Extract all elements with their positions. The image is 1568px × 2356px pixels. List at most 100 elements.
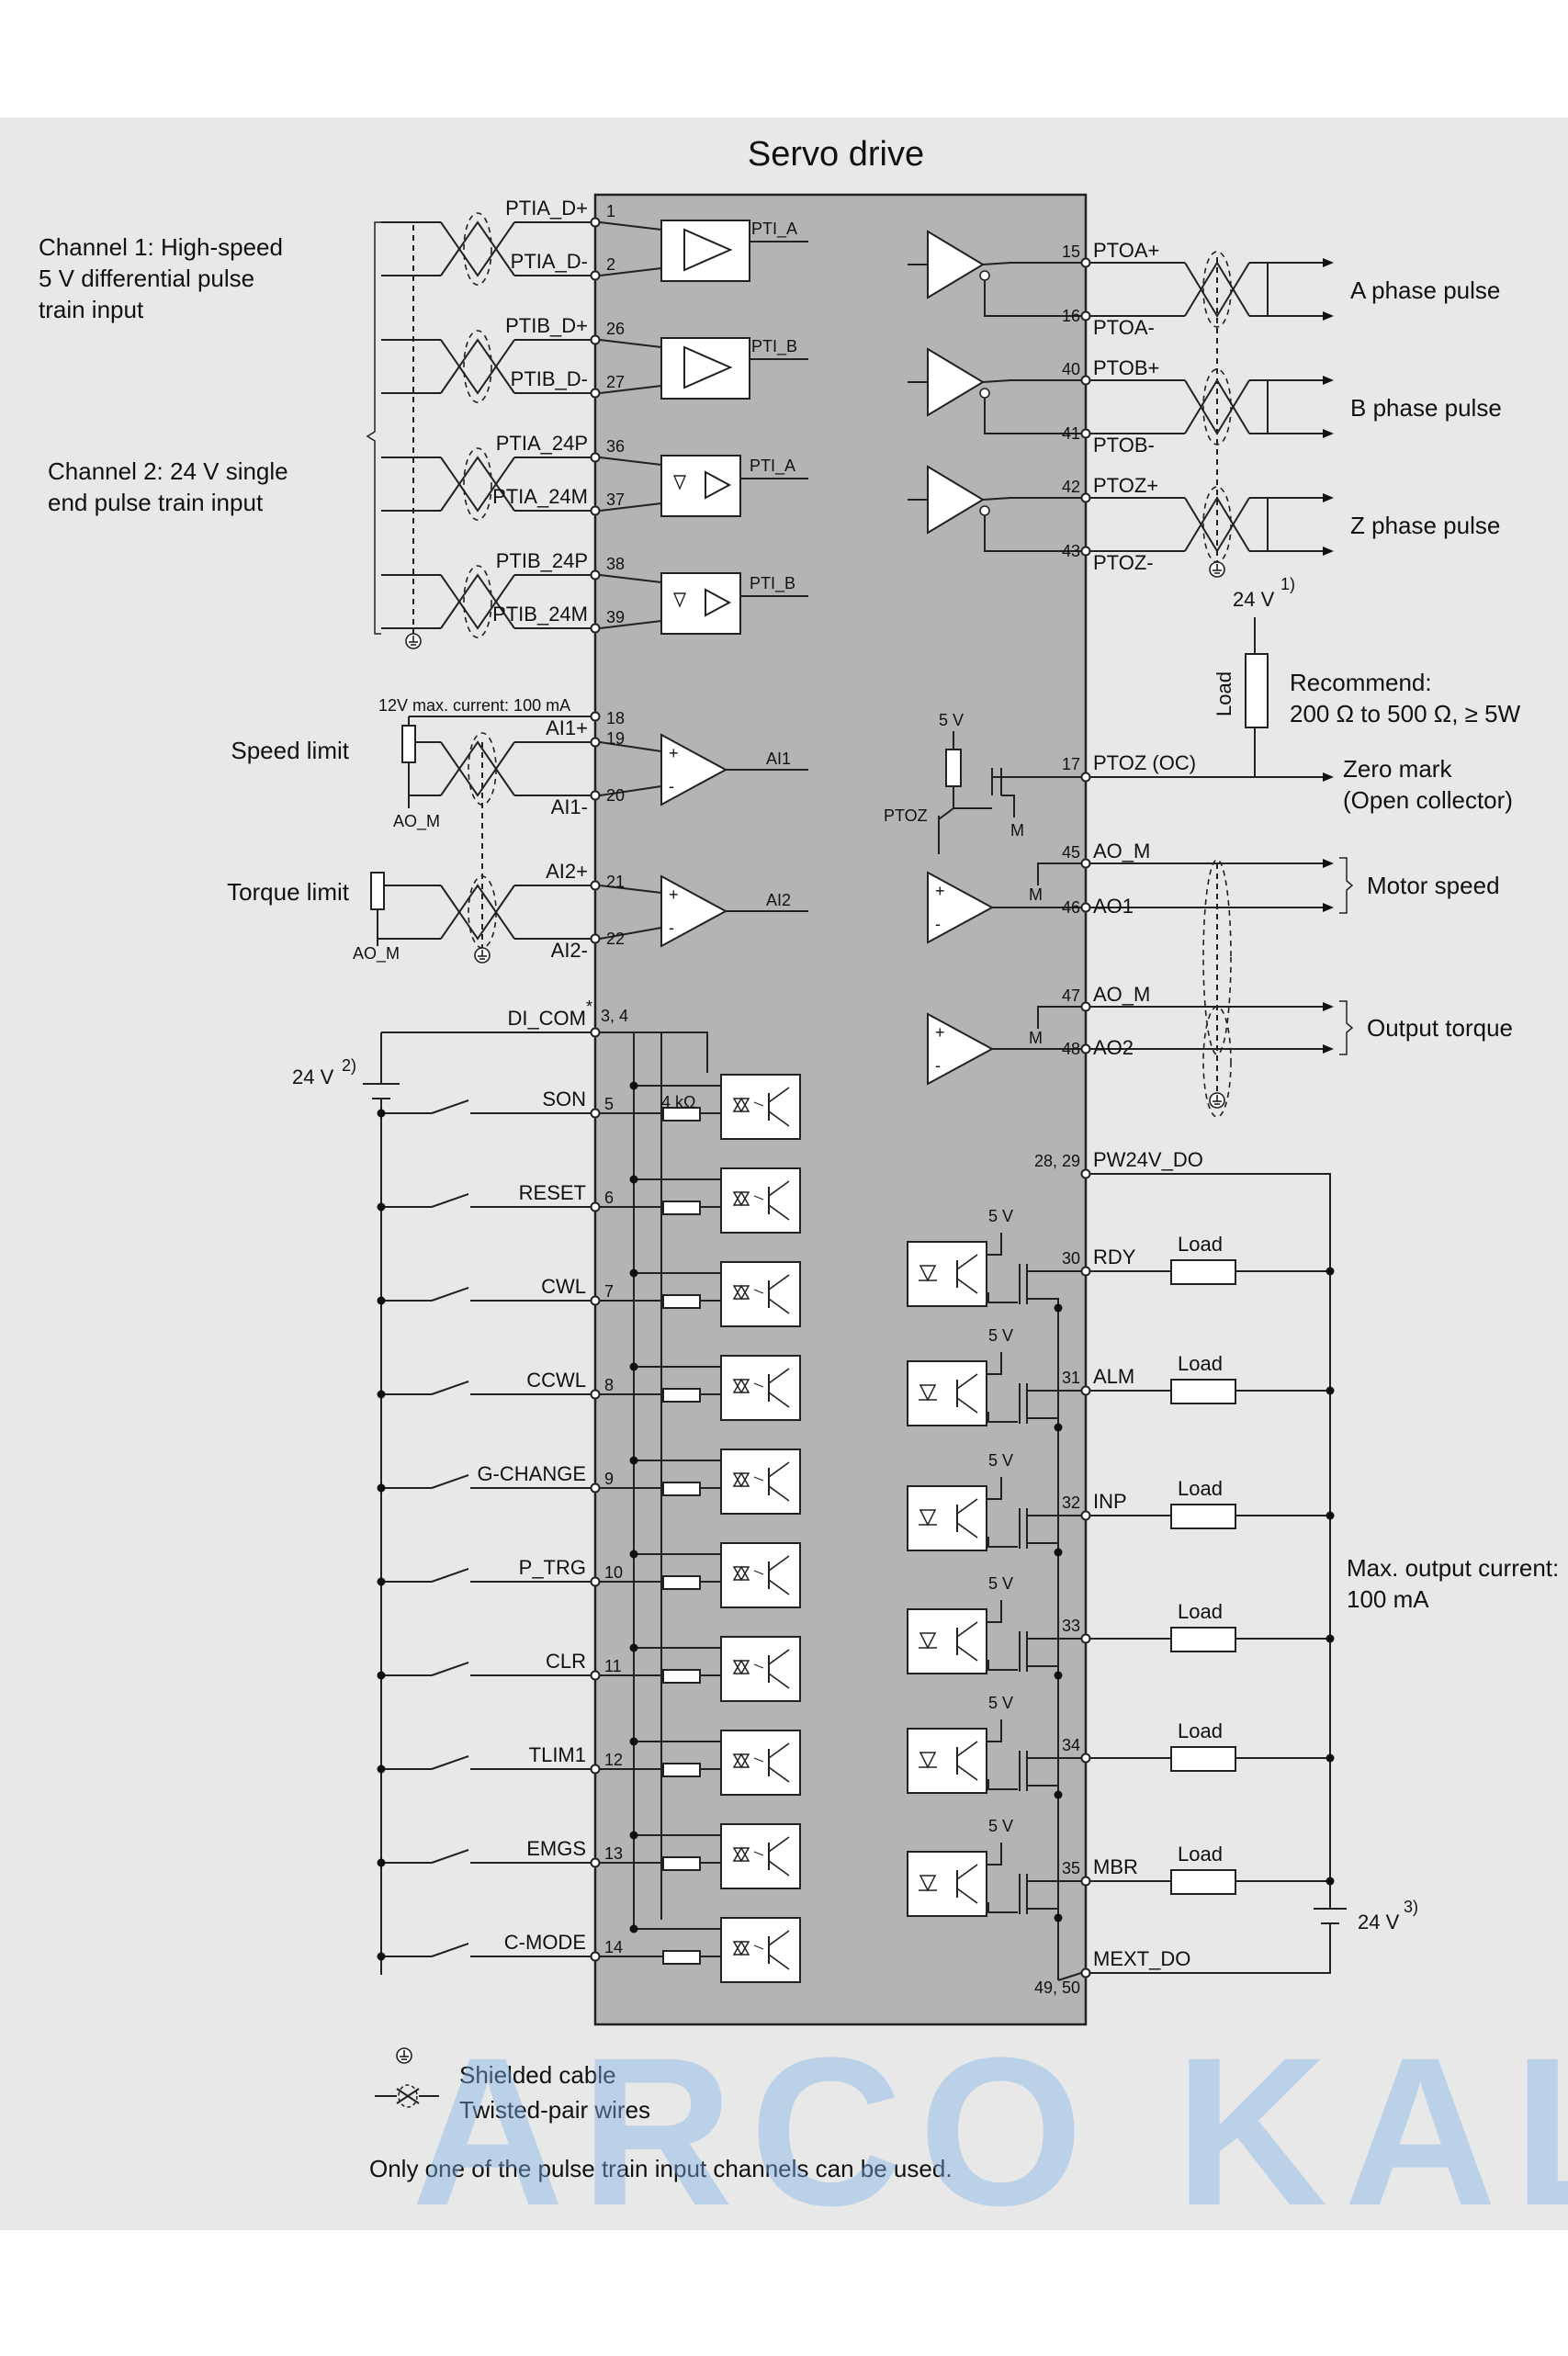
signal-label-PTOA+: PTOA+ (1093, 239, 1159, 262)
resistor-icon (662, 1482, 701, 1496)
resistor-icon (662, 1201, 701, 1215)
ground-icon (474, 947, 491, 964)
internal-wire (599, 267, 662, 276)
junction-dot (1054, 1303, 1063, 1313)
arrow-icon (1323, 311, 1334, 321)
signal-label-PTOB+: PTOB+ (1093, 356, 1159, 379)
signal-label-SON: SON (542, 1088, 586, 1110)
load-resistor-icon (1170, 1504, 1236, 1529)
pin-number-41: 41 (1062, 424, 1080, 443)
shield-oval-output (1202, 251, 1232, 328)
optocoupler-input (720, 1636, 801, 1702)
internal-label-pti_b: PTI_B (751, 337, 797, 356)
led-icon (919, 1752, 937, 1769)
signal-label-P_TRG: P_TRG (519, 1556, 586, 1579)
max-output-note: Max. output current: (1347, 1554, 1559, 1582)
pin-number-34: 34 (1062, 1736, 1080, 1754)
junction-dot (377, 1202, 386, 1212)
signal-label-AO1: AO1 (1093, 895, 1134, 918)
transistor-lead (956, 1498, 978, 1515)
shield-oval-input (463, 447, 492, 521)
terminal-10 (590, 1576, 601, 1587)
pin-number-mext: 49, 50 (1034, 1978, 1080, 1997)
internal-5v-label: 5 V (988, 1574, 1013, 1593)
legend-shielded: Shielded cable (459, 2061, 616, 2089)
channel1-note: 5 V differential pulse (39, 265, 254, 292)
internal-wire (599, 339, 662, 348)
switch-icon (431, 1381, 469, 1395)
internal-label-pti_a: PTI_A (750, 457, 795, 476)
signal-label-AI2-: AI2- (551, 939, 588, 962)
light-arrow (753, 1382, 764, 1388)
load-label: Load (1178, 1600, 1223, 1623)
junction-dot (377, 1671, 386, 1680)
internal-wire (599, 385, 662, 394)
transistor-lead (956, 1397, 978, 1414)
optocoupler-box (720, 1261, 801, 1327)
pin-number-6: 6 (604, 1189, 614, 1207)
junction-dot (629, 1362, 638, 1371)
output-label-1: B phase pulse (1350, 394, 1502, 422)
led-icon (919, 1509, 937, 1527)
optocoupler-output (907, 1851, 987, 1917)
junction-dot (1325, 1877, 1335, 1886)
optocoupler-input (720, 1167, 801, 1234)
led-icon (919, 1632, 937, 1650)
internal-wire (982, 262, 1011, 265)
pin-number-26: 26 (606, 320, 625, 338)
arrow-icon (1323, 1002, 1334, 1011)
terminal-46 (1080, 902, 1091, 913)
pin-number-7: 7 (604, 1282, 614, 1301)
signal-label-TLIM1: TLIM1 (529, 1743, 586, 1766)
analog-output-label-1: Output torque (1367, 1014, 1513, 1042)
supply-24v-3-label: 24 V (1358, 1911, 1400, 1933)
di-com-label: DI_COM (507, 1007, 586, 1030)
pin-number-14: 14 (604, 1938, 623, 1956)
twisted-pair-input (440, 220, 515, 276)
junction-dot (377, 1577, 386, 1586)
junction-dot (377, 1296, 386, 1305)
twisted-pair-ai1 (440, 741, 515, 797)
line-receiver-icon (683, 228, 733, 272)
signal-label-PTIA_24M: PTIA_24M (492, 485, 588, 508)
transistor-lead (768, 1180, 790, 1197)
terminal-1 (590, 217, 601, 228)
supply-24v-label: 24 V (292, 1065, 334, 1088)
pin-number-19: 19 (606, 729, 625, 748)
load-label: Load (1178, 1843, 1223, 1866)
load-resistor-icon (1170, 1746, 1236, 1772)
junction-dot (629, 1924, 638, 1933)
terminal-43 (1080, 546, 1091, 557)
transistor-lead (956, 1645, 978, 1662)
terminal-35 (1080, 1876, 1091, 1887)
ground-icon (405, 633, 422, 649)
optocoupler-output (907, 1360, 987, 1426)
legend-shield (398, 2084, 418, 2108)
resistor-icon (662, 1388, 701, 1403)
signal-label-do-31: ALM (1093, 1365, 1134, 1388)
output-label-2: Z phase pulse (1350, 512, 1500, 539)
terminal-47 (1080, 1001, 1091, 1012)
pin-number-10: 10 (604, 1563, 623, 1582)
switch-icon (431, 1568, 469, 1583)
shield-oval-input (463, 330, 492, 403)
junction-dot (377, 1109, 386, 1118)
terminal-8 (590, 1389, 601, 1400)
internal-label-pti_b: PTI_B (750, 574, 795, 593)
signal-label-PTIB_24P: PTIB_24P (496, 549, 588, 572)
load-label: Load (1178, 1477, 1223, 1500)
supply-12v-note: 12V max. current: 100 mA (378, 696, 570, 715)
signal-label-do-32: INP (1093, 1490, 1127, 1513)
signal-label-G-CHANGE: G-CHANGE (477, 1462, 586, 1485)
resistor-icon (662, 1763, 701, 1777)
signal-label-PTIB_D+: PTIB_D+ (505, 314, 588, 337)
internal-wire (599, 927, 662, 940)
terminal-21 (590, 880, 601, 891)
signal-label-ao-m: AO_M (1093, 840, 1150, 862)
transistor-lead (768, 1649, 790, 1665)
internal-m-label: M (1029, 885, 1043, 904)
terminal-17 (1080, 772, 1091, 783)
arrow-icon (1323, 903, 1334, 912)
junction-dot (629, 1737, 638, 1746)
